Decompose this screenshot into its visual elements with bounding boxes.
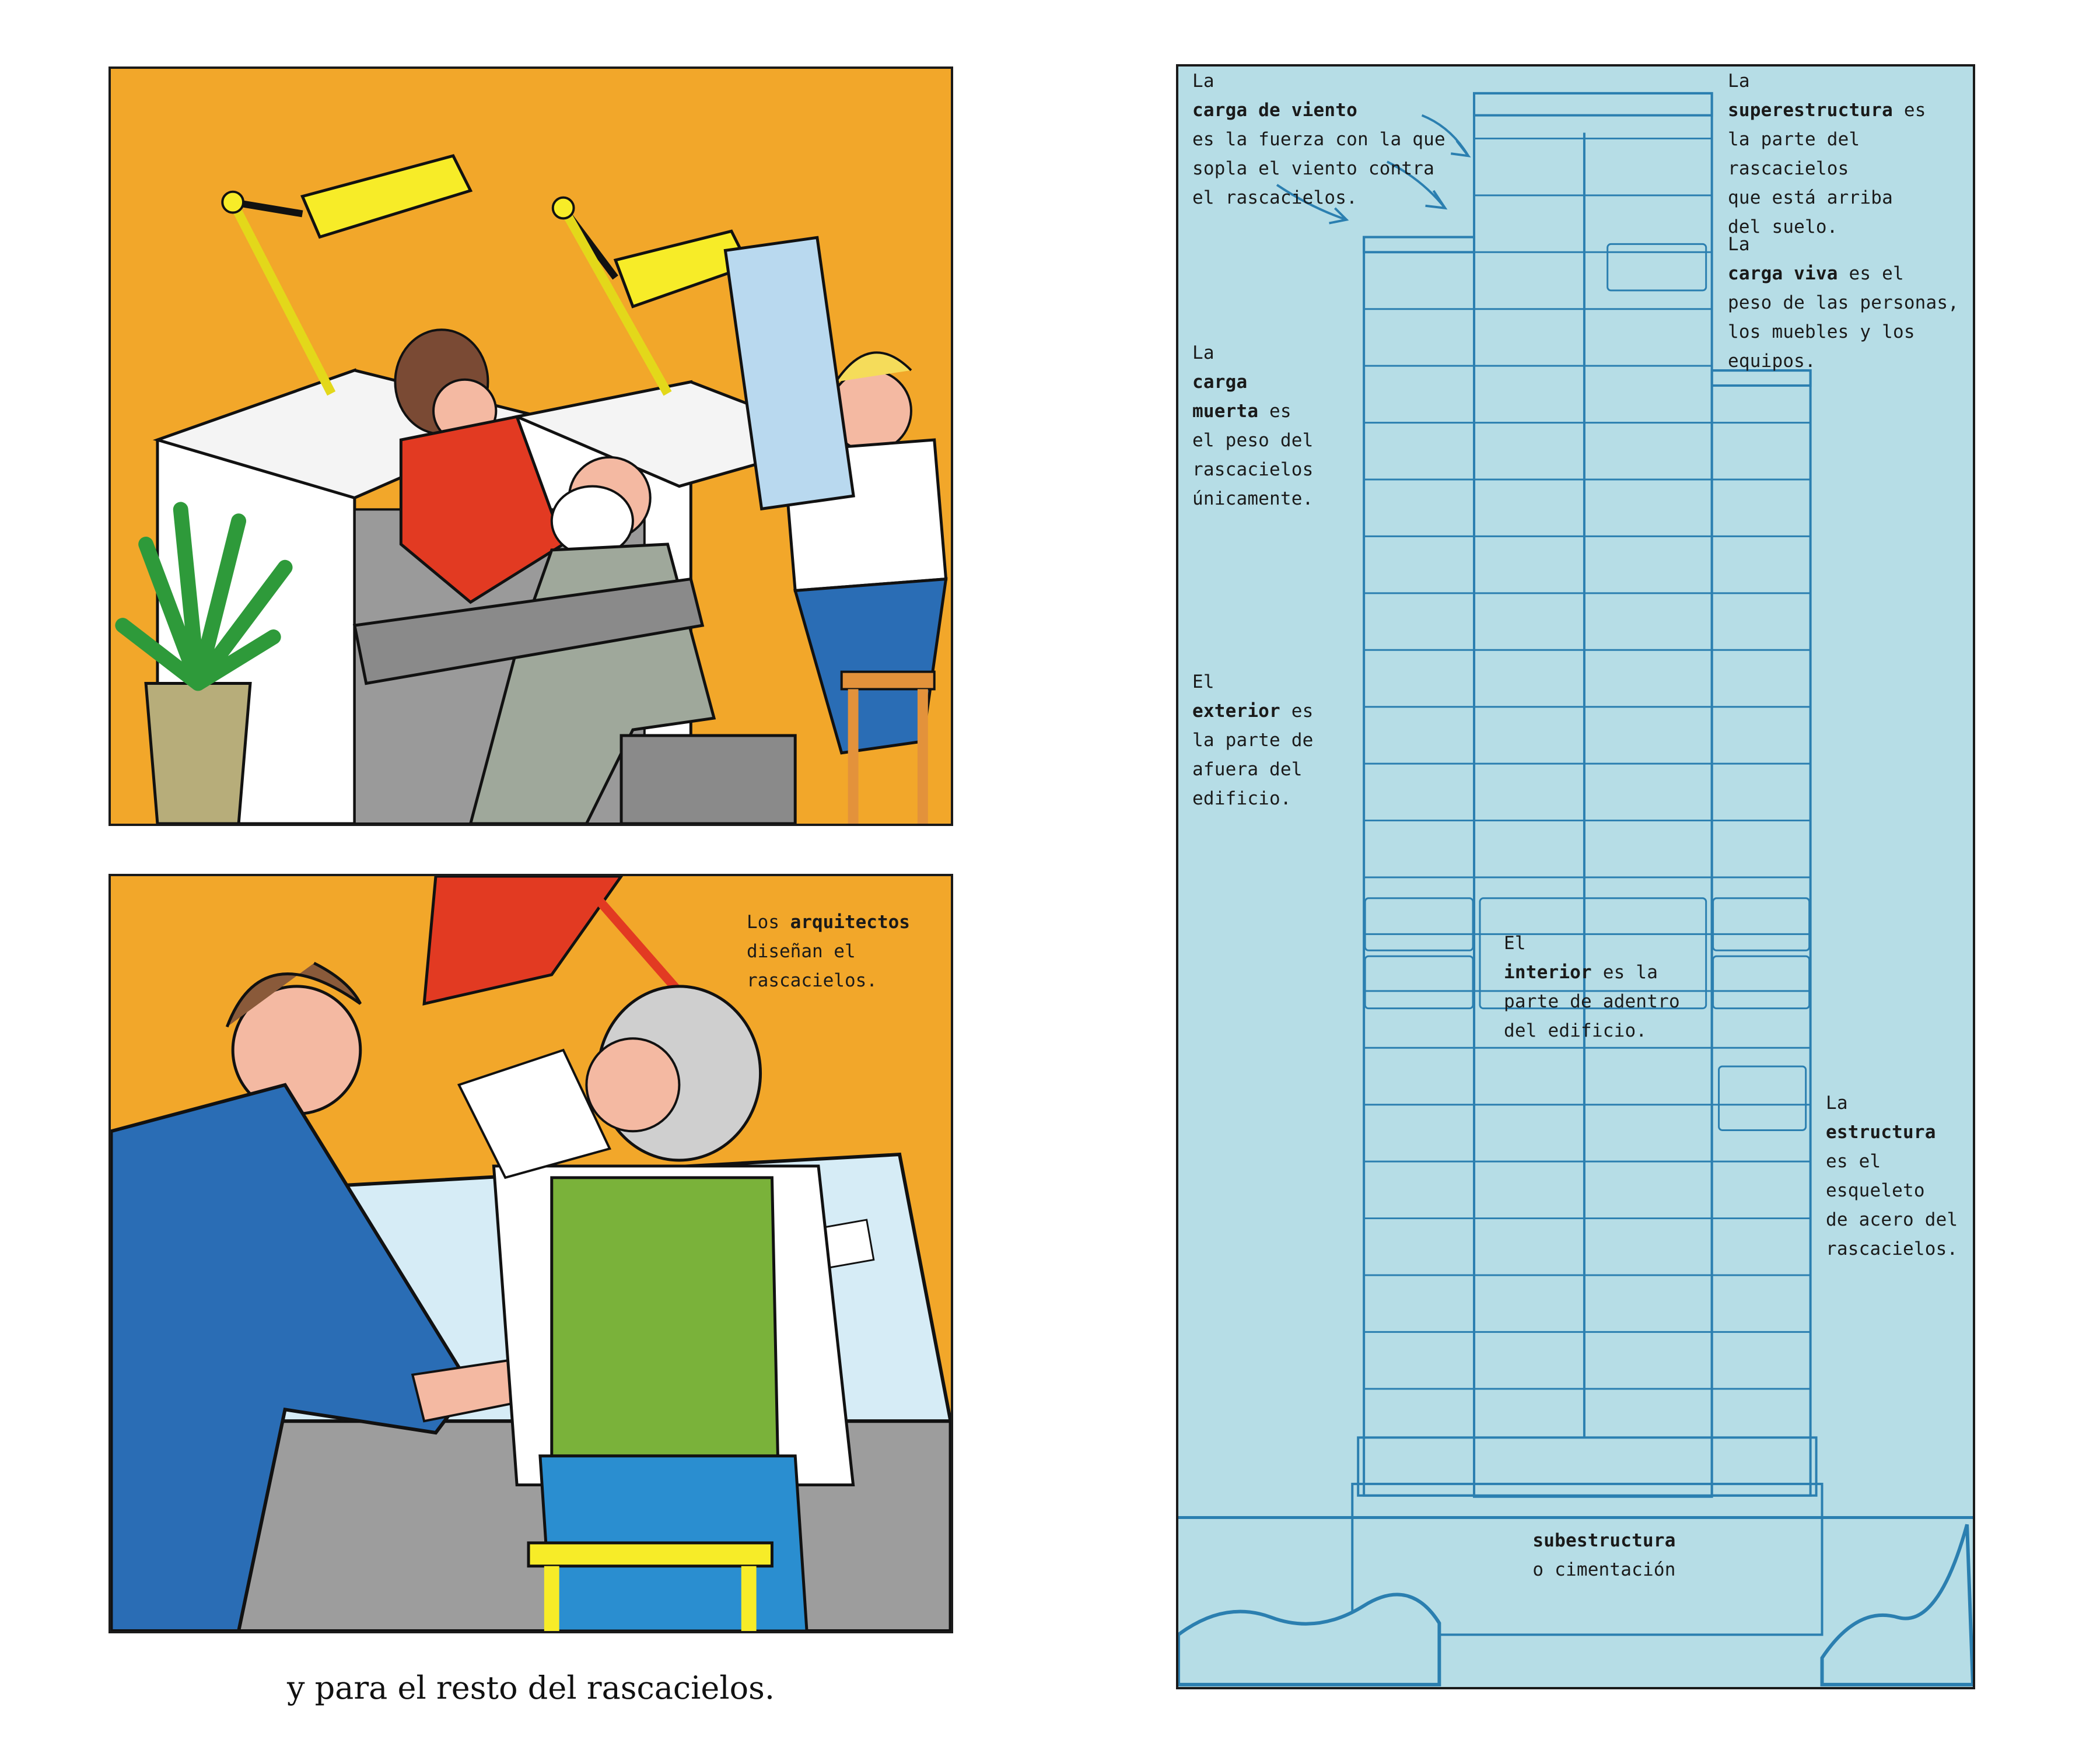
dead-load-label: La carga muerta es el peso del rascaciel… [1192, 342, 1314, 509]
skyscraper-diagram: La carga de viento es la fuerza con la q… [1176, 64, 1975, 1689]
desk-lamp-icon [422, 876, 624, 1006]
drafting-lamp-icon [551, 196, 751, 396]
wind-load-label: La carga de viento es la fuerza con la q… [1192, 71, 1446, 208]
drafting-room-illustration [115, 154, 948, 824]
architects-label: Los arquitectos diseñan el rascacielos. [747, 912, 910, 991]
substructure-label: subestructura o cimentación [1532, 1530, 1676, 1580]
woman-drafter-figure [394, 328, 565, 604]
live-load-label: La carga viva es el peso de las personas… [1728, 234, 1959, 372]
briefcase-icon [620, 734, 797, 824]
interior-label: El interior es la parte de adentro del e… [1504, 933, 1680, 1041]
top-illustration-panel [108, 66, 953, 826]
old-man-green-vest-figure [457, 985, 855, 1631]
central-tower [1473, 92, 1713, 1498]
superstructure-label: La superestructura es la parte del rasca… [1728, 71, 1926, 237]
ground-rocks [1178, 1524, 1973, 1686]
page-caption: y para el resto del rascacielos. [286, 1670, 775, 1706]
paper-sheet-icon [457, 1048, 611, 1180]
stool-icon [840, 670, 936, 824]
man-blue-suit-figure [111, 961, 542, 1631]
left-wing [1363, 236, 1476, 1497]
tube-roll-icon [352, 577, 705, 685]
man-with-blueprint-figure [723, 236, 948, 755]
right-wing [1710, 369, 1812, 1497]
drafting-lamp-icon [221, 154, 473, 396]
interior-rooms [1364, 243, 1811, 1131]
foundation [1351, 1482, 1824, 1636]
exterior-label: El exterior es la parte de afuera del ed… [1192, 671, 1314, 809]
architects-illustration [111, 876, 951, 1631]
roof-cap [1473, 92, 1713, 117]
live-load-room [1606, 243, 1707, 292]
plant-icon [115, 502, 293, 824]
structure-frame [1718, 1065, 1807, 1131]
structure-label: La estructura es el esqueleto de acero d… [1826, 1093, 1958, 1259]
blueprint-roll-icon [723, 236, 855, 511]
building-drawing [1178, 92, 1973, 1686]
old-man-figure [352, 456, 716, 824]
stool-icon [527, 1541, 774, 1631]
wind-arrows-icon [1276, 114, 1471, 225]
bottom-illustration-panel: Los arquitectos diseñan el rascacielos. [108, 874, 953, 1633]
ground-floor [1357, 1436, 1818, 1497]
